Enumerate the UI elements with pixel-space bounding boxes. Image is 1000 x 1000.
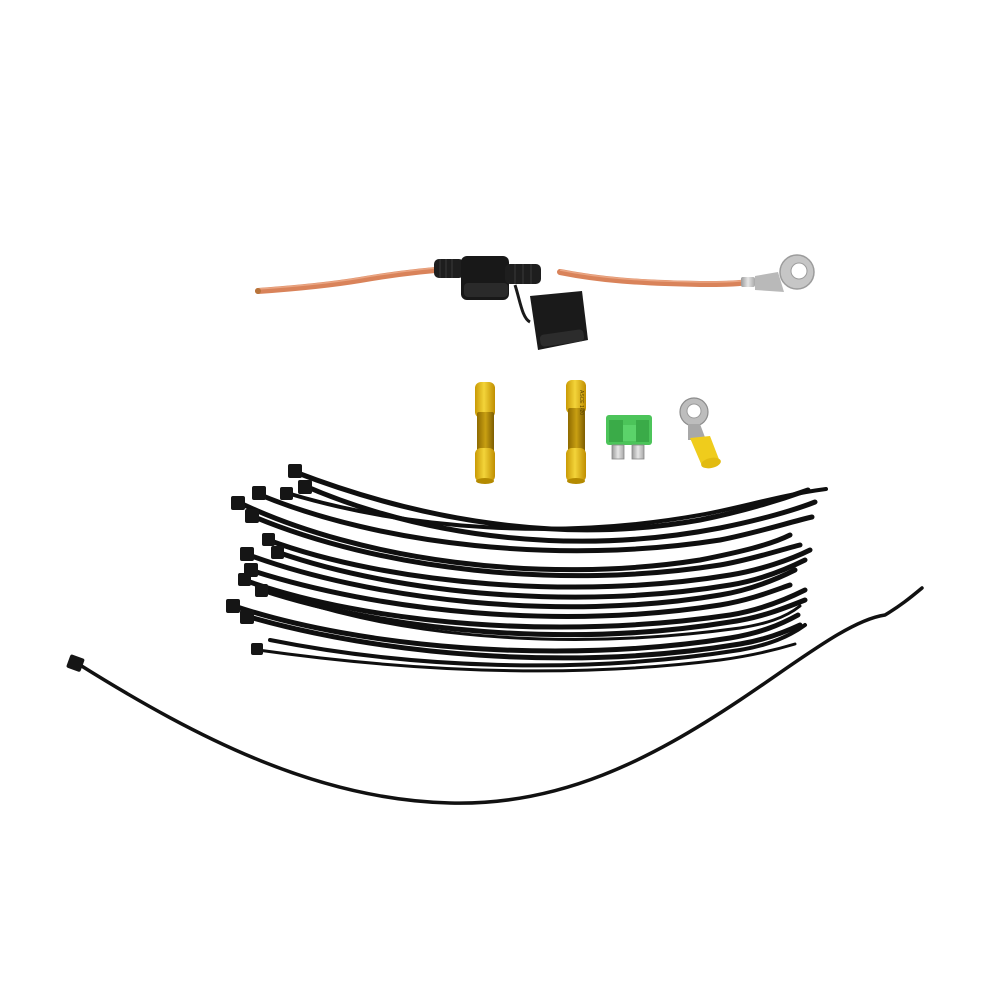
cable-ties-bundle <box>231 469 828 673</box>
inline-fuse-holder <box>434 256 588 350</box>
blade-fuse <box>606 415 652 460</box>
cable-tie-heads <box>226 464 312 655</box>
svg-text:ASCE 1-20: ASCE 1-20 <box>578 390 584 415</box>
long-cable-tie <box>66 586 924 805</box>
ring-terminal <box>679 397 721 469</box>
wire-ring-terminal <box>741 254 815 292</box>
butt-connector-2: ASCE 1-20 <box>566 380 586 484</box>
fuse-holder-wire <box>255 254 815 350</box>
butt-connector-1 <box>475 382 495 484</box>
stripped-wire-end <box>255 288 261 294</box>
long-cable-tie-head <box>66 654 85 672</box>
